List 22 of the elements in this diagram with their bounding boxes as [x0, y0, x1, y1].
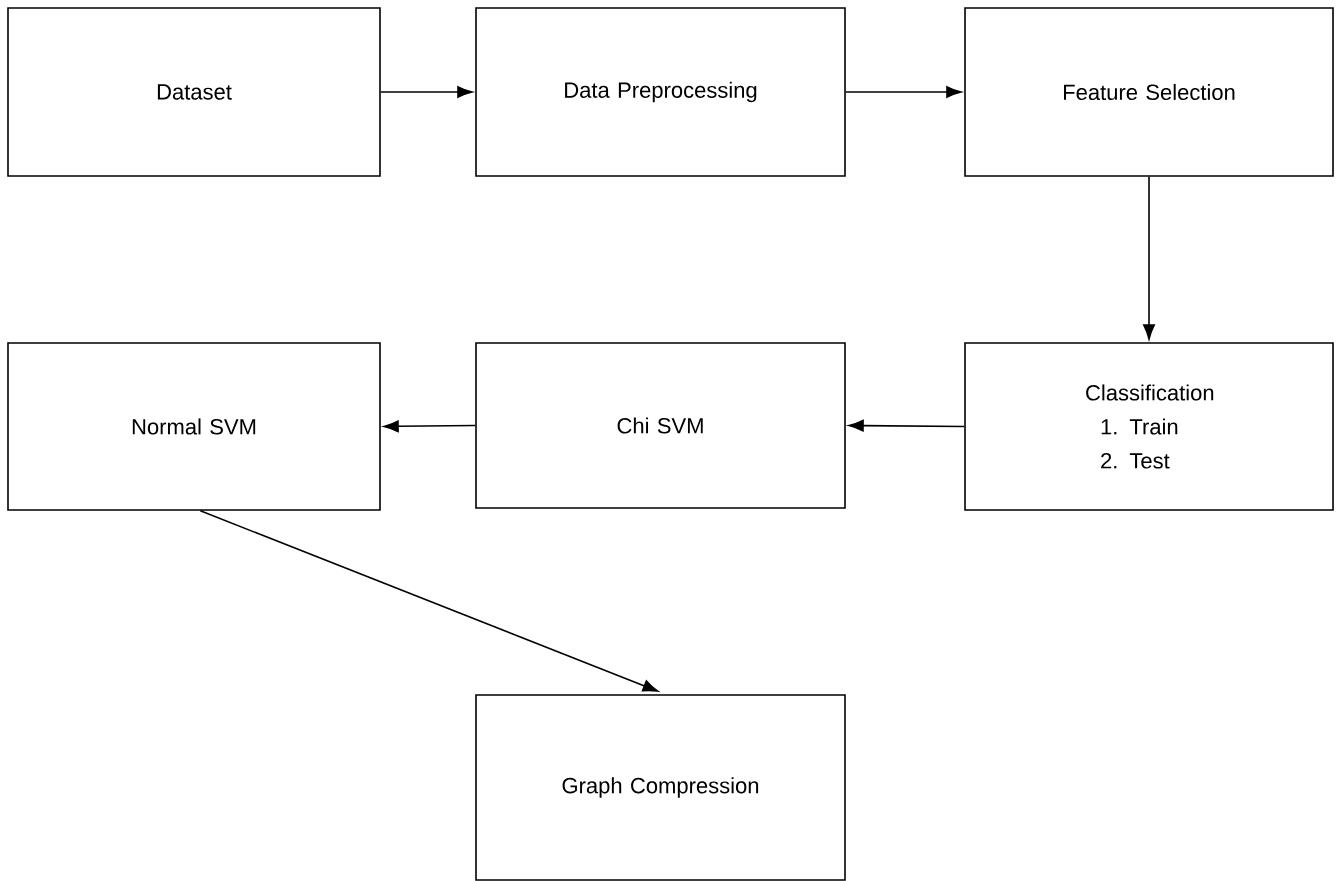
list-item: 2. Test — [1101, 453, 1170, 469]
arrow — [383, 420, 476, 433]
box-heading: Classification — [1086, 384, 1214, 401]
process-box — [964, 342, 1334, 511]
list-item: 1. Train — [1101, 418, 1178, 435]
process-box — [475, 7, 846, 177]
process-box — [7, 342, 381, 511]
box-label: Chi SVM — [617, 417, 703, 434]
box-label: Data Preprocessing — [565, 81, 757, 103]
box-label: Normal SVM — [132, 418, 256, 435]
process-box — [7, 7, 381, 177]
process-box — [475, 694, 846, 881]
arrow — [845, 86, 962, 98]
box-label: Graph Compression — [562, 777, 759, 798]
arrow — [848, 419, 965, 432]
process-box — [964, 7, 1334, 177]
arrow — [199, 510, 659, 692]
box-label: Dataset — [157, 84, 232, 100]
arrow — [380, 86, 473, 98]
arrow — [1143, 176, 1155, 340]
process-box — [475, 342, 846, 509]
box-label: Feature Selection — [1064, 83, 1235, 101]
